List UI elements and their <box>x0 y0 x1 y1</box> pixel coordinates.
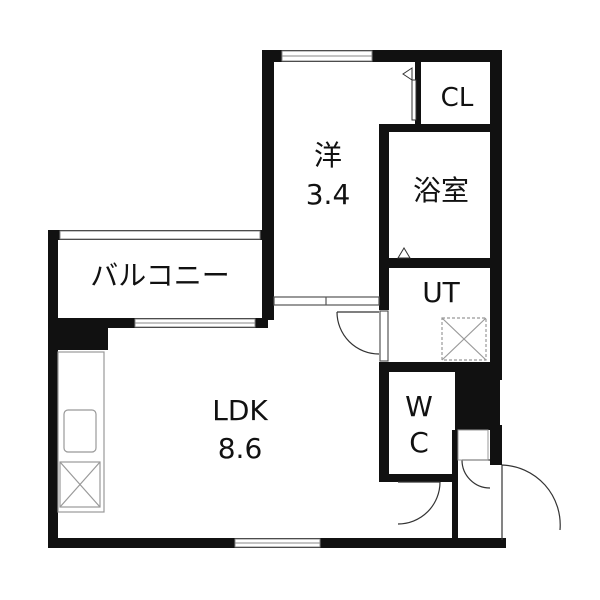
wall-wc-right-block <box>455 365 500 430</box>
wall-western-left <box>262 50 274 320</box>
western-room-size: 3.4 <box>306 178 351 211</box>
wall-entrance-right <box>490 425 502 465</box>
windows <box>59 50 373 548</box>
bath-label: 浴室 <box>413 174 469 207</box>
toilet-label-line1: W <box>405 390 433 423</box>
sink-icon <box>63 409 97 453</box>
wall-cl-bottom <box>379 124 502 132</box>
washer-pan-icon <box>441 317 487 361</box>
kitchen-counter <box>57 351 105 513</box>
sliding-door <box>273 296 389 362</box>
door-swing-icon <box>336 311 561 540</box>
balcony-label: バルコニー <box>90 259 229 292</box>
ldk-label: LDK <box>212 394 268 427</box>
closet-label: CL <box>441 83 474 113</box>
entrance-step <box>457 429 489 461</box>
wall-cl-left <box>415 62 421 127</box>
wall-wc-bottom <box>379 474 457 482</box>
stove-icon <box>59 461 101 508</box>
utility-label: UT <box>422 276 460 309</box>
wall-right-outer <box>490 50 502 380</box>
toilet-label-line2: C <box>409 426 429 459</box>
wall-inner-column <box>379 124 389 310</box>
wall-entrance-inner <box>452 430 458 545</box>
sliding-door-ut <box>379 310 389 362</box>
ldk-size: 8.6 <box>218 432 263 465</box>
cl-door <box>411 79 417 121</box>
hinge-icon <box>402 67 413 81</box>
wall-wc-left <box>379 362 389 482</box>
bath-hinge-icon <box>397 247 411 259</box>
wall-bath-bottom <box>379 258 502 268</box>
western-room-label: 洋 <box>314 139 342 172</box>
wall-ut-bottom <box>379 362 502 372</box>
wall-ldk-top-block <box>58 318 108 350</box>
wall-left-outer <box>48 230 58 548</box>
window-balcony-top <box>59 230 261 240</box>
